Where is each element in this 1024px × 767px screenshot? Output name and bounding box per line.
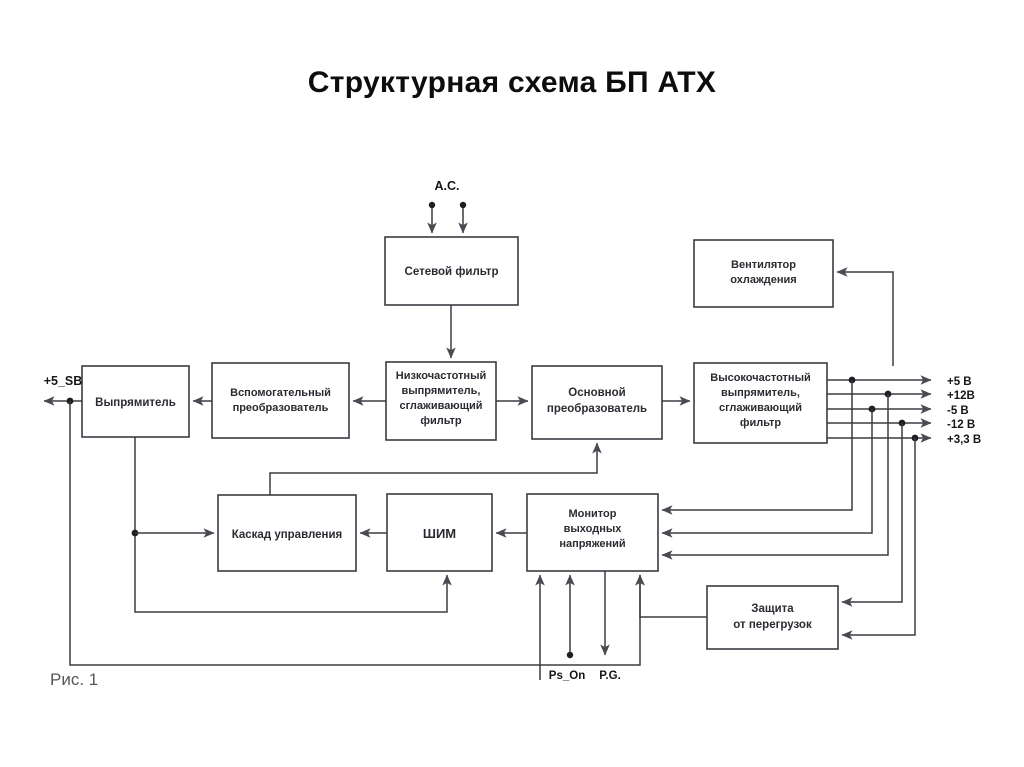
block-cooling-fan: Вентилятор охлаждения (693, 239, 834, 308)
hf-rectifier-box (693, 362, 828, 444)
rectifier-box (81, 365, 190, 438)
wire-standby-feedback-to-monitor (69, 401, 645, 666)
hf-rectifier-label-line1: Высокочастотный (710, 372, 810, 384)
block-hf-rectifier: Высокочастотный выпрямитель, сглаживающи… (693, 362, 828, 444)
monitor-label-line3: напряжений (559, 538, 625, 550)
wire-rectifier-to-pwm-bottom (134, 437, 452, 613)
aux-converter-label-line2: преобразователь (233, 402, 329, 414)
block-aux-converter: Вспомогательный преобразователь (211, 362, 350, 439)
figure-caption: Рис. 1 (50, 670, 98, 689)
monitor-label-line2: выходных (564, 523, 623, 535)
wire-rail1-feedback-to-monitor (661, 394, 889, 560)
monitor-label-line1: Монитор (569, 508, 617, 520)
ac-input-label: A.C. (435, 179, 460, 193)
line-filter-label: Сетевой фильтр (405, 266, 499, 278)
standby-output-label: +5_SB (44, 374, 83, 388)
ps-on-label: Ps_On (549, 670, 585, 682)
block-protection: Защита от перегрузок (706, 585, 839, 650)
rail-label-3: -12 В (947, 419, 975, 431)
lf-rectifier-label-line3: сглаживающий (399, 400, 482, 412)
lf-rectifier-box (385, 361, 497, 441)
control-stage-label: Каскад управления (232, 529, 343, 541)
protection-label-line1: Защита (751, 603, 794, 615)
wire-controlstage-to-mainconv (269, 442, 602, 495)
wire-rail2-feedback-to-monitor (661, 409, 873, 538)
hf-rectifier-label-line3: сглаживающий (719, 402, 802, 414)
block-lf-rectifier: Низкочастотный выпрямитель, сглаживающий… (385, 361, 497, 441)
line-filter-box (384, 236, 519, 306)
hf-rectifier-label-line2: выпрямитель, (721, 387, 800, 399)
block-pwm: ШИМ (386, 493, 493, 572)
block-control-stage: Каскад управления (217, 494, 357, 572)
rail-label-2: -5 В (947, 405, 969, 417)
rail-label-4: +3,3 В (947, 434, 981, 446)
main-converter-box (531, 365, 663, 440)
rectifier-label: Выпрямитель (95, 397, 176, 409)
ac-input-terminal-left (428, 201, 436, 209)
lf-rectifier-label-line4: фильтр (420, 415, 462, 427)
rail-label-1: +12В (947, 390, 975, 402)
ac-input-terminal-right (459, 201, 467, 209)
lf-rectifier-label-line1: Низкочастотный (396, 370, 486, 382)
wire-protection-to-monitor (635, 574, 707, 618)
wire-rail4-feedback-to-protection (841, 438, 916, 640)
cooling-fan-label-line2: охлаждения (730, 274, 796, 286)
pwm-label: ШИМ (423, 526, 456, 541)
lf-rectifier-label-line2: выпрямитель, (401, 385, 480, 397)
wire-rail3-feedback-to-protection (841, 423, 903, 607)
rail-label-0: +5 В (947, 376, 972, 388)
main-converter-label-line2: преобразователь (547, 403, 647, 415)
aux-converter-box (211, 362, 350, 439)
wire-rail0-feedback-to-monitor (661, 380, 853, 515)
protection-label-line2: от перегрузок (733, 619, 812, 631)
power-good-group: P.G. (599, 571, 621, 682)
block-main-converter: Основной преобразователь (531, 365, 663, 440)
ac-input-group: A.C. (427, 179, 468, 234)
hf-rectifier-label-line4: фильтр (740, 417, 782, 429)
block-line-filter: Сетевой фильтр (384, 236, 519, 306)
standby-output-group: +5_SB (43, 374, 83, 406)
ps-on-group: Ps_On (549, 574, 585, 682)
cooling-fan-box (693, 239, 834, 308)
control-stage-box (217, 494, 357, 572)
block-rectifier: Выпрямитель (81, 365, 190, 438)
protection-box (706, 585, 839, 650)
wire-fan-supply (836, 267, 894, 366)
cooling-fan-label-line1: Вентилятор (731, 259, 796, 271)
power-good-label: P.G. (599, 670, 621, 682)
main-converter-label-line1: Основной (568, 387, 625, 399)
block-monitor: Монитор выходных напряжений (526, 493, 659, 572)
output-rails-group: +5 В +12В -5 В -12 В +3,3 В (827, 375, 981, 446)
aux-converter-label-line1: Вспомогательный (230, 387, 331, 399)
ps-on-terminal (566, 651, 574, 659)
page-title: Структурная схема БП ATX (307, 66, 717, 99)
